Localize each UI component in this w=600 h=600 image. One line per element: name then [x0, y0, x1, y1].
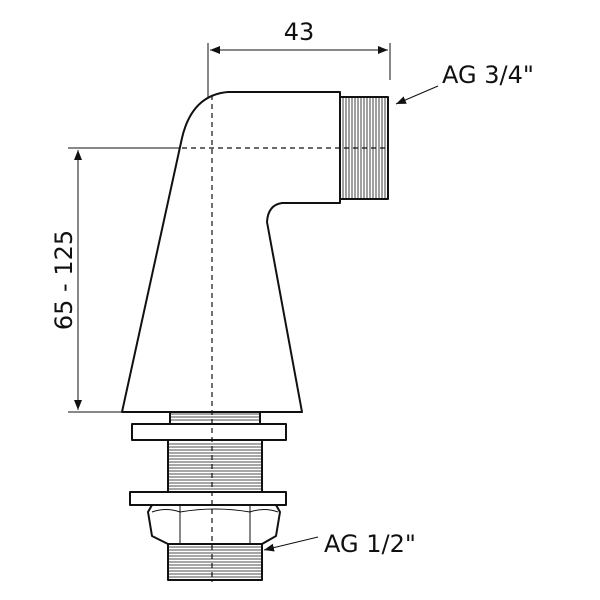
width-dimension: 43 [207, 18, 391, 148]
shank-thread-lines [169, 413, 261, 578]
height-dimension: 65 - 125 [50, 147, 210, 413]
bottom-thread-leader [263, 536, 319, 552]
top-thread-label: AG 3/4" [442, 61, 534, 89]
height-dimension-label: 65 - 125 [50, 230, 78, 330]
centre-lines [182, 95, 388, 582]
bottom-thread-callout: AG 1/2" [263, 530, 416, 558]
hex-nut-chamfer [151, 508, 279, 513]
top-thread-callout: AG 3/4" [395, 61, 534, 105]
bottom-thread-label: AG 1/2" [324, 530, 416, 558]
width-dimension-label: 43 [284, 18, 315, 46]
lower-shank [129, 411, 287, 581]
body-outline [121, 91, 341, 413]
hex-nut [147, 504, 281, 545]
top-thread-leader [395, 85, 439, 105]
washer-lower [129, 491, 287, 506]
washer-upper [131, 423, 287, 441]
shank-thread [167, 439, 263, 493]
fitting-body [121, 91, 341, 413]
